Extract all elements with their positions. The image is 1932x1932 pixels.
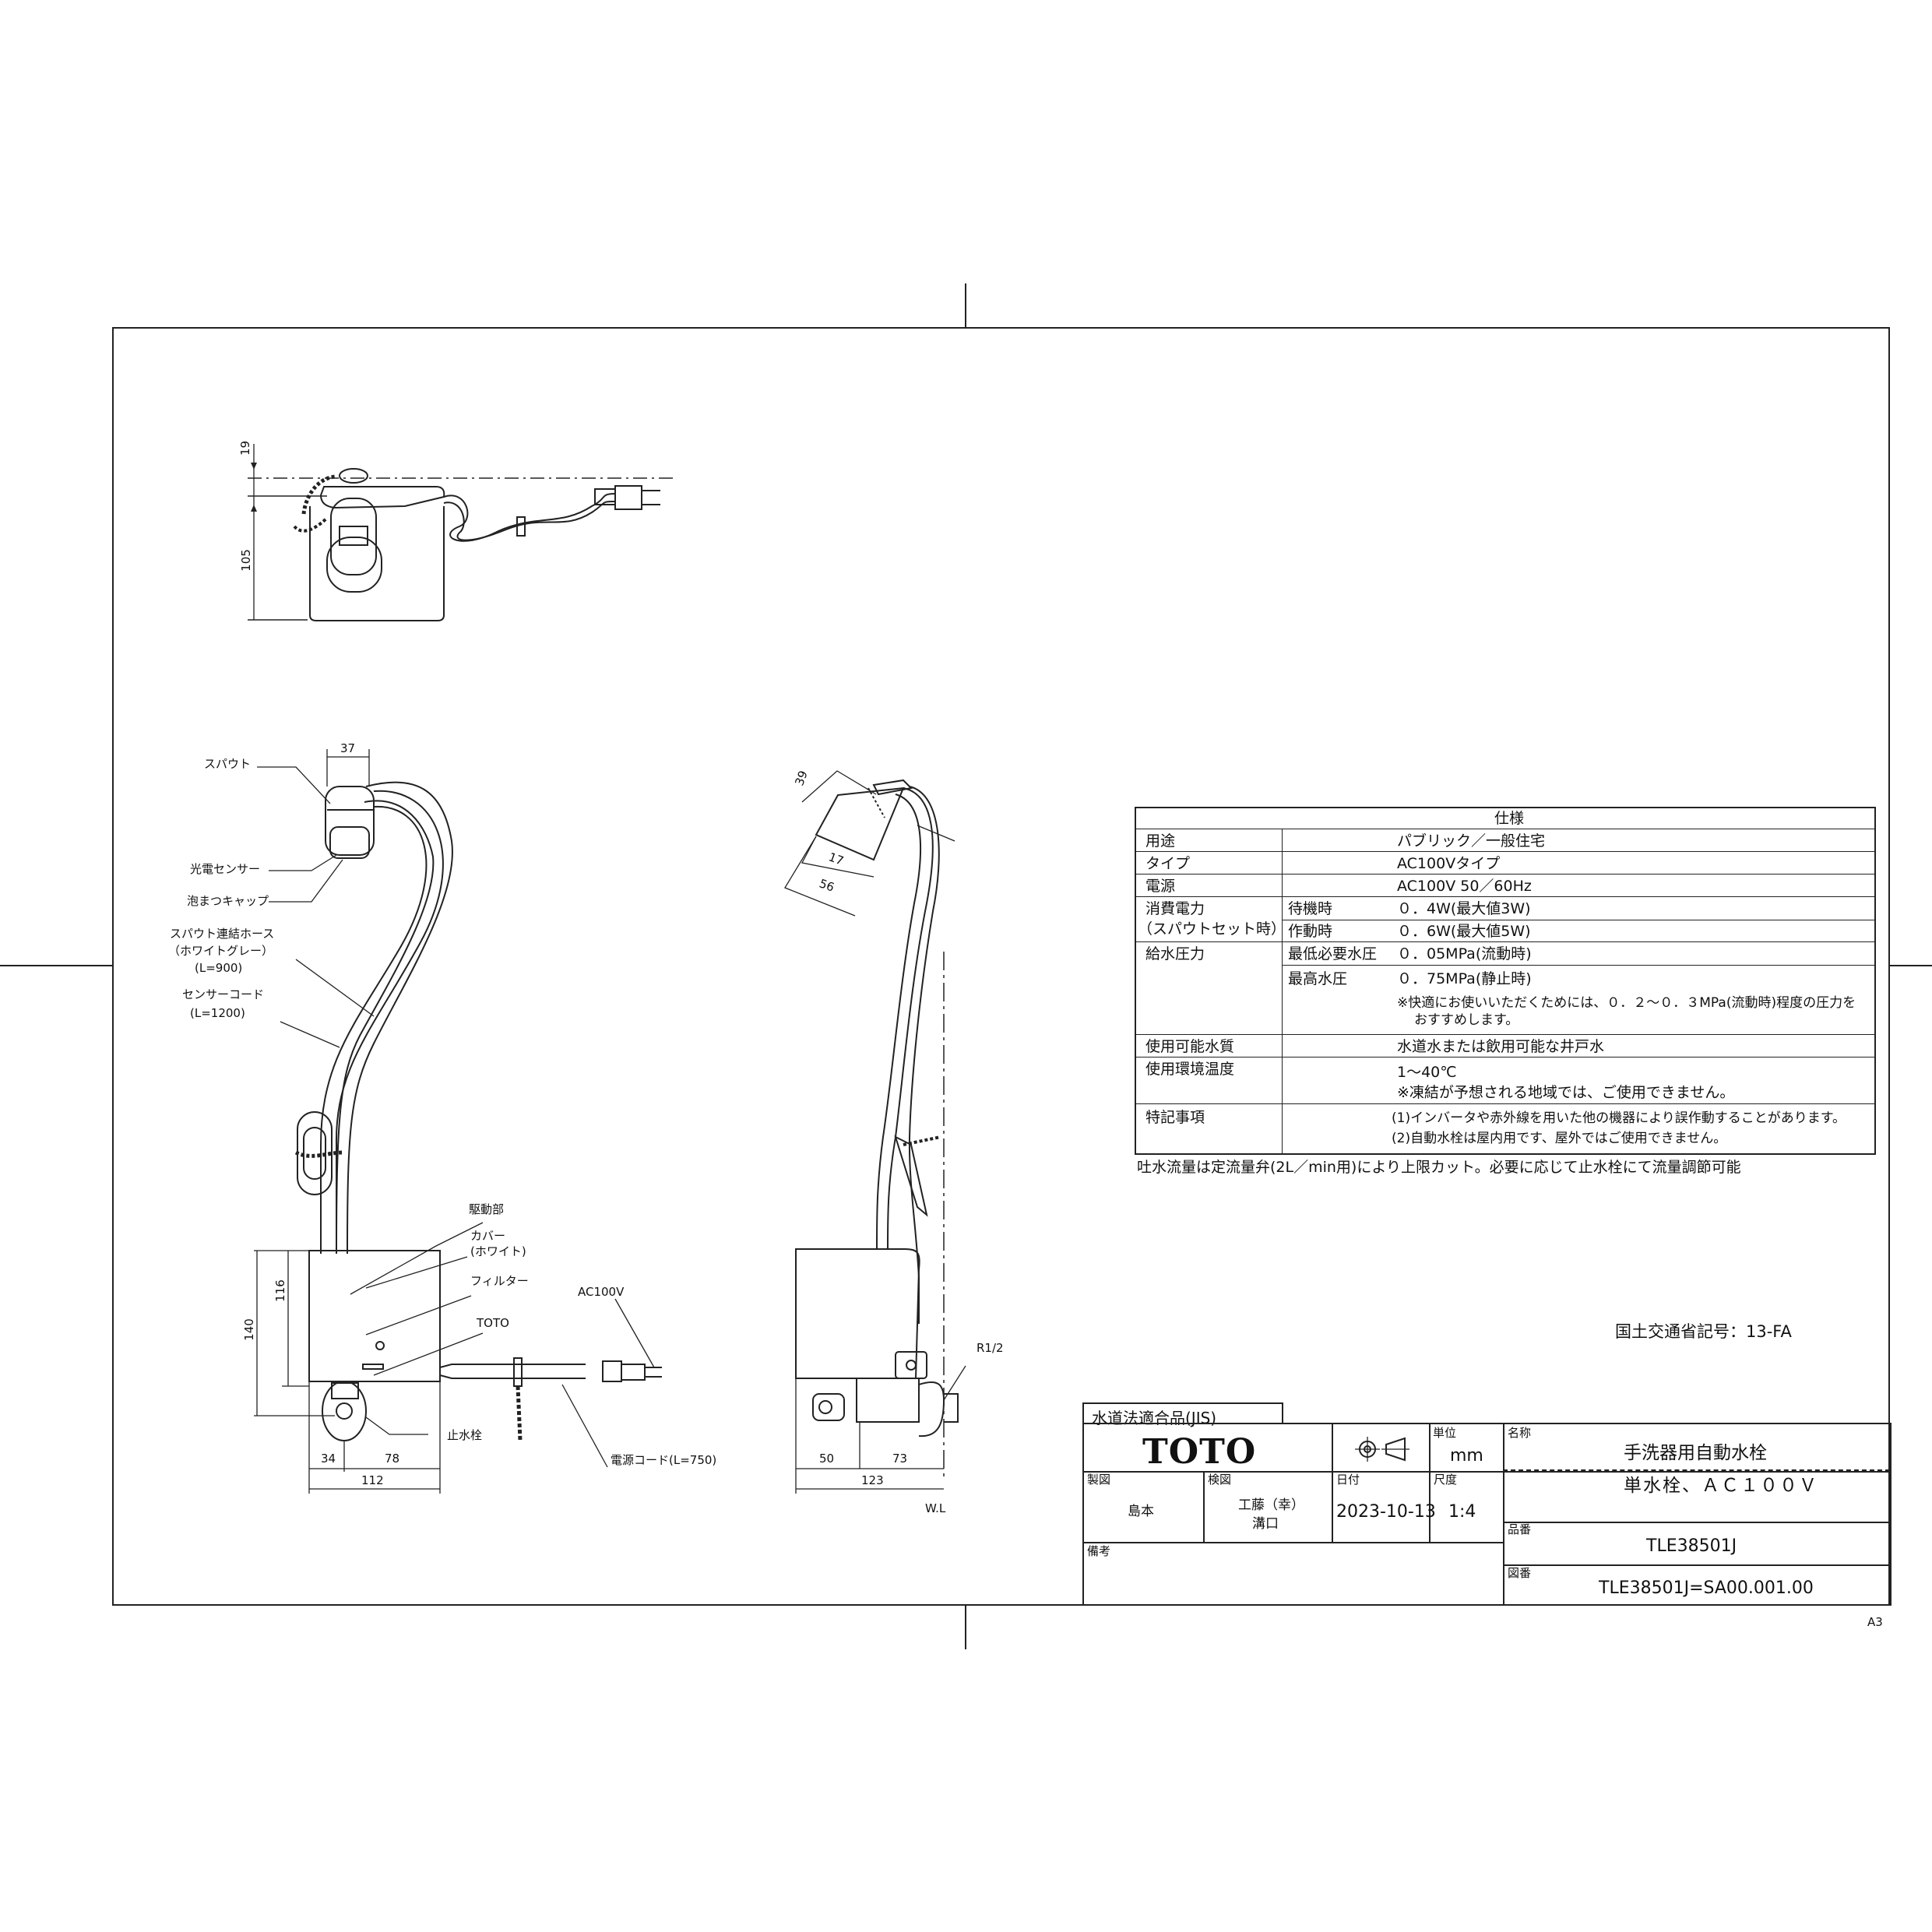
spec-label-consumption-sub: （スパウトセット時） xyxy=(1138,920,1286,938)
checked-label: 検図 xyxy=(1208,1473,1232,1487)
label-sensor-cord: センサーコード xyxy=(182,987,265,1001)
spec-label-power: 電源 xyxy=(1145,878,1176,895)
spec-label-type: タイプ xyxy=(1145,855,1191,872)
front-dim-78: 78 xyxy=(385,1452,400,1466)
top-view xyxy=(248,444,674,621)
spec-value-power: AC100V 50／60Hz xyxy=(1397,878,1532,895)
label-hose-color: （ホワイトグレー） xyxy=(168,944,274,958)
spec-value-max-pressure: ０．75MPa(静止時) xyxy=(1397,970,1532,987)
front-dim-37: 37 xyxy=(340,741,356,755)
spec-header: 仕様 xyxy=(1494,810,1525,827)
side-dim-50: 50 xyxy=(819,1452,835,1466)
spec-label-water: 使用可能水質 xyxy=(1145,1038,1235,1055)
spec-value-standby: ０．4W(最大値3W) xyxy=(1397,900,1531,917)
label-cap: 泡まつキャップ xyxy=(187,894,269,908)
spec-label-standby: 待機時 xyxy=(1288,900,1333,917)
spec-value-use: パブリック／一般住宅 xyxy=(1397,832,1546,850)
spec-label-temperature: 使用環境温度 xyxy=(1145,1061,1235,1078)
label-drive: 駆動部 xyxy=(469,1202,505,1216)
spec-label-pressure: 給水圧力 xyxy=(1145,945,1205,962)
label-hose: スパウト連結ホース xyxy=(170,927,275,941)
side-r12: R1/2 xyxy=(977,1341,1004,1355)
drawing-no-label: 図番 xyxy=(1508,1566,1532,1580)
name-line-2: 単水栓、ＡＣ１００Ｖ xyxy=(1624,1476,1818,1496)
scale-value: 1:4 xyxy=(1448,1502,1476,1522)
label-cover-color: (ホワイト) xyxy=(470,1244,526,1258)
front-view xyxy=(254,749,662,1494)
drawn-label: 製図 xyxy=(1087,1473,1111,1487)
third-angle-projection-icon xyxy=(1355,1437,1409,1462)
checked-by-2: 溝口 xyxy=(1252,1516,1279,1532)
label-ac100v: AC100V xyxy=(578,1285,625,1299)
top-dim-105: 105 xyxy=(238,549,253,572)
label-cover: カバー xyxy=(470,1229,506,1243)
title-block: TOTO 単位 mm 名称 手洗器用自動水栓 単水栓、ＡＣ１００Ｖ 製図 島本 … xyxy=(1082,1423,1892,1606)
label-sensor: 光電センサー xyxy=(190,862,261,876)
checked-by-1: 工藤（幸） xyxy=(1238,1497,1304,1513)
spec-value-notes-2: (2)自動水栓は屋内用です、屋外ではご使用できません。 xyxy=(1392,1131,1727,1146)
date-value: 2023-10-13 xyxy=(1336,1502,1436,1522)
part-number: TLE38501J xyxy=(1646,1536,1737,1556)
jis-label: 水道法適合品(JIS) xyxy=(1092,1409,1217,1427)
front-dim-140: 140 xyxy=(241,1318,256,1341)
front-dim-116: 116 xyxy=(273,1279,287,1302)
front-dim-112: 112 xyxy=(361,1473,384,1487)
flow-note: 吐水流量は定流量弁(2L／min用)により上限カット。必要に応じて止水栓にて流量… xyxy=(1137,1159,1741,1176)
toto-logo: TOTO xyxy=(1142,1432,1257,1472)
label-spout: スパウト xyxy=(204,757,252,771)
drawing-number: TLE38501J=SA00.001.00 xyxy=(1599,1578,1814,1598)
spec-note-temperature: ※凍結が予想される地域では、ご使用できません。 xyxy=(1397,1084,1735,1101)
spec-value-temperature: 1～40℃ xyxy=(1397,1064,1457,1081)
spec-note-pressure-1: ※快適にお使いいただくためには、０．２～０．３MPa(流動時)程度の圧力を xyxy=(1397,995,1856,1011)
spec-value-water: 水道水または飲用可能な井戸水 xyxy=(1397,1038,1605,1055)
side-wl: W.L xyxy=(925,1501,946,1515)
mlit-code: 国土交通省記号：13-FA xyxy=(1615,1322,1792,1341)
side-view xyxy=(784,770,966,1494)
side-dim-73: 73 xyxy=(892,1452,908,1466)
unit-label: 単位 xyxy=(1433,1426,1457,1440)
label-stop-valve: 止水栓 xyxy=(447,1428,483,1442)
spec-note-pressure-2: おすすめします。 xyxy=(1414,1012,1519,1028)
label-power-cord: 電源コード(L=750) xyxy=(611,1453,717,1467)
remarks-label: 備考 xyxy=(1087,1544,1111,1558)
spec-label-consumption: 消費電力 xyxy=(1145,900,1205,917)
label-toto: TOTO xyxy=(477,1316,509,1330)
front-dim-34: 34 xyxy=(321,1452,336,1466)
scale-label: 尺度 xyxy=(1434,1473,1458,1487)
spec-label-operating: 作動時 xyxy=(1288,923,1333,940)
unit-value: mm xyxy=(1450,1446,1483,1466)
name-line-1: 手洗器用自動水栓 xyxy=(1624,1443,1767,1463)
top-dim-19: 19 xyxy=(238,440,253,456)
spec-value-type: AC100Vタイプ xyxy=(1397,855,1501,872)
spec-label-use: 用途 xyxy=(1145,832,1176,850)
spec-table: 仕様 用途 パブリック／一般住宅 タイプ AC100Vタイプ 電源 AC100V… xyxy=(1135,807,1876,1155)
label-hose-length: (L=900) xyxy=(195,961,243,975)
spec-value-notes-1: (1)インバータや赤外線を用いた他の機器により誤作動することがあります。 xyxy=(1392,1110,1846,1126)
spec-label-max-pressure: 最高水圧 xyxy=(1288,970,1348,987)
spec-label-notes: 特記事項 xyxy=(1145,1109,1205,1126)
jis-label-box: 水道法適合品(JIS) xyxy=(1082,1402,1283,1427)
side-dim-123: 123 xyxy=(861,1473,884,1487)
label-sensor-cord-length: (L=1200) xyxy=(190,1006,245,1020)
spec-label-min-pressure: 最低必要水圧 xyxy=(1288,945,1378,962)
name-label: 名称 xyxy=(1508,1426,1532,1440)
spec-value-operating: ０．6W(最大値5W) xyxy=(1397,923,1531,940)
drawn-by: 島本 xyxy=(1128,1504,1154,1519)
spec-value-min-pressure: ０．05MPa(流動時) xyxy=(1397,945,1532,962)
sheet-size: A3 xyxy=(1867,1615,1883,1629)
label-filter: フィルター xyxy=(470,1274,529,1288)
date-label: 日付 xyxy=(1336,1473,1360,1487)
part-label: 品番 xyxy=(1508,1522,1532,1536)
